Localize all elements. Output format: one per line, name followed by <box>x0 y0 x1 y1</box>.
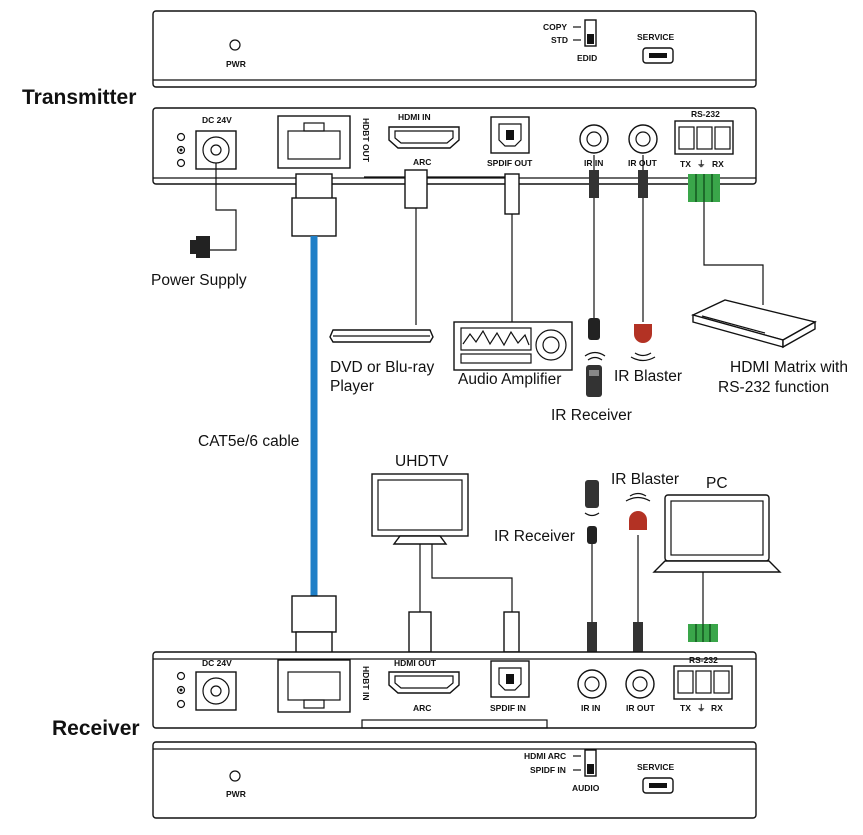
receiver-rear-panel: DC 24V HDBT IN HDMI OUT ARC SPDIF IN IR … <box>152 651 757 729</box>
polarity-icon <box>176 132 186 168</box>
tx-rs232-label: RS-232 <box>691 109 720 119</box>
transmitter-rear-panel: DC 24V HDBT OUT HDMI IN ARC SPDIF OUT IR… <box>152 107 757 185</box>
rx-polarity-icon <box>176 671 186 709</box>
rx-rj45-plug <box>291 595 337 633</box>
pwr-led-icon <box>229 39 241 51</box>
rx-spidf-in-label: SPIDF IN <box>530 765 566 775</box>
dvd-label-line1: DVD or Blu-ray <box>330 359 434 376</box>
uhdtv: UHDTV <box>371 453 520 653</box>
hdmi-matrix-label-line2: RS-232 function <box>718 379 829 396</box>
rx-pwr-led-icon <box>229 770 241 782</box>
power-adapter-icon <box>196 236 210 258</box>
receiver-heading: Receiver <box>52 717 140 740</box>
ir-receiver-top-label: IR Receiver <box>551 407 632 424</box>
rx-spdif-in-label: SPDIF IN <box>490 703 526 713</box>
audio-amplifier: Audio Amplifier <box>453 173 573 388</box>
tx-pwr-label: PWR <box>226 59 246 69</box>
power-supply-label: Power Supply <box>151 272 247 289</box>
cable-label: CAT5e/6 cable <box>198 433 299 450</box>
tx-hdmi-in-port[interactable] <box>388 126 460 149</box>
audio-switch[interactable] <box>584 749 597 777</box>
tx-copy-label: COPY <box>543 22 567 32</box>
remote-control-icon <box>586 365 602 397</box>
hdmi-matrix: HDMI Matrix with RS-232 function <box>688 174 848 396</box>
tx-arc-label: ARC <box>413 157 431 167</box>
dvd-label-line2: Player <box>330 378 374 395</box>
ir-blaster-top: IR Blaster <box>614 155 682 385</box>
rx-hdmi-plug <box>408 611 432 653</box>
ir-blaster-top-label: IR Blaster <box>614 368 682 385</box>
tx-service-label: SERVICE <box>637 32 674 42</box>
ir-receiver-top: IR Receiver <box>551 155 632 424</box>
remote-control-bottom-icon <box>585 480 599 508</box>
transmitter-front-panel: PWR COPY STD EDID SERVICE <box>152 10 757 88</box>
rx-hdbt-port[interactable] <box>277 659 351 713</box>
tx-hdmi-plug <box>404 169 428 209</box>
rx-rx-label: RX <box>711 703 723 713</box>
tx-dc-label: DC 24V <box>202 115 232 125</box>
rx-ir-in-jack[interactable] <box>577 669 607 699</box>
rx-ir-in-label: IR IN <box>581 703 600 713</box>
receiver-front-panel: PWR HDMI ARC SPIDF IN AUDIO SERVICE <box>152 741 757 819</box>
ir-blaster-bottom-icon <box>629 511 647 530</box>
rx-rs232-label: RS-232 <box>689 655 718 665</box>
power-supply: Power Supply <box>151 163 247 289</box>
ir-receiver-bottom: IR Receiver <box>494 480 600 660</box>
tx-hdmi-in-label: HDMI IN <box>398 112 431 122</box>
rx-hdbt-in-label: HDBT IN <box>361 666 371 700</box>
rx-dc-label: DC 24V <box>202 658 232 668</box>
rx-ir-out-jack[interactable] <box>625 669 655 699</box>
pc-laptop-icon <box>664 494 770 562</box>
tx-rx-label: RX <box>712 159 724 169</box>
ir-blaster-bottom: IR Blaster <box>611 471 679 660</box>
tx-ir-in-jack[interactable] <box>579 124 609 154</box>
tx-hdbt-out-label: HDBT OUT <box>361 118 371 163</box>
rx-ir-out-label: IR OUT <box>626 703 656 713</box>
rx-service-label: SERVICE <box>637 762 674 772</box>
ground-icon: ⏚ <box>697 159 706 169</box>
tx-spdif-plug <box>504 173 520 215</box>
tx-edid-label: EDID <box>577 53 597 63</box>
ir-receiver-bottom-label: IR Receiver <box>494 528 575 545</box>
tx-ir-out-jack[interactable] <box>628 124 658 154</box>
audio-amplifier-label: Audio Amplifier <box>458 371 561 388</box>
uhdtv-icon <box>371 473 469 537</box>
rx-hdmi-out-label: HDMI OUT <box>394 658 437 668</box>
rx-arc-label: ARC <box>413 703 431 713</box>
pc-label: PC <box>706 475 728 492</box>
ir-blaster-bottom-label: IR Blaster <box>611 471 679 488</box>
rx-hdmi-out-port[interactable] <box>388 671 460 694</box>
rx-hdmi-arc-label: HDMI ARC <box>524 751 566 761</box>
rx-pwr-label: PWR <box>226 789 246 799</box>
tx-spdif-out-label: SPDIF OUT <box>487 158 533 168</box>
ir-receiver-top-icon <box>588 318 600 340</box>
uhdtv-label: UHDTV <box>395 453 449 470</box>
rx-audio-label: AUDIO <box>572 783 600 793</box>
ir-receiver-bottom-icon <box>587 526 597 544</box>
cat-cable: CAT5e/6 cable <box>198 173 337 661</box>
pc: PC <box>652 475 782 642</box>
transmitter-heading: Transmitter <box>22 86 136 109</box>
rx-ground-icon: ⏚ <box>697 703 706 713</box>
edid-switch[interactable] <box>584 19 597 47</box>
tx-tx-label: TX <box>680 159 691 169</box>
rx-tx-label: TX <box>680 703 691 713</box>
dvd-player: DVD or Blu-ray Player <box>329 169 512 395</box>
ir-blaster-top-icon <box>634 324 652 343</box>
tx-hdbt-port[interactable] <box>277 115 351 169</box>
rx-spdif-plug <box>503 611 520 653</box>
tx-std-label: STD <box>551 35 568 45</box>
hdmi-matrix-label-line1: HDMI Matrix with <box>730 359 848 376</box>
